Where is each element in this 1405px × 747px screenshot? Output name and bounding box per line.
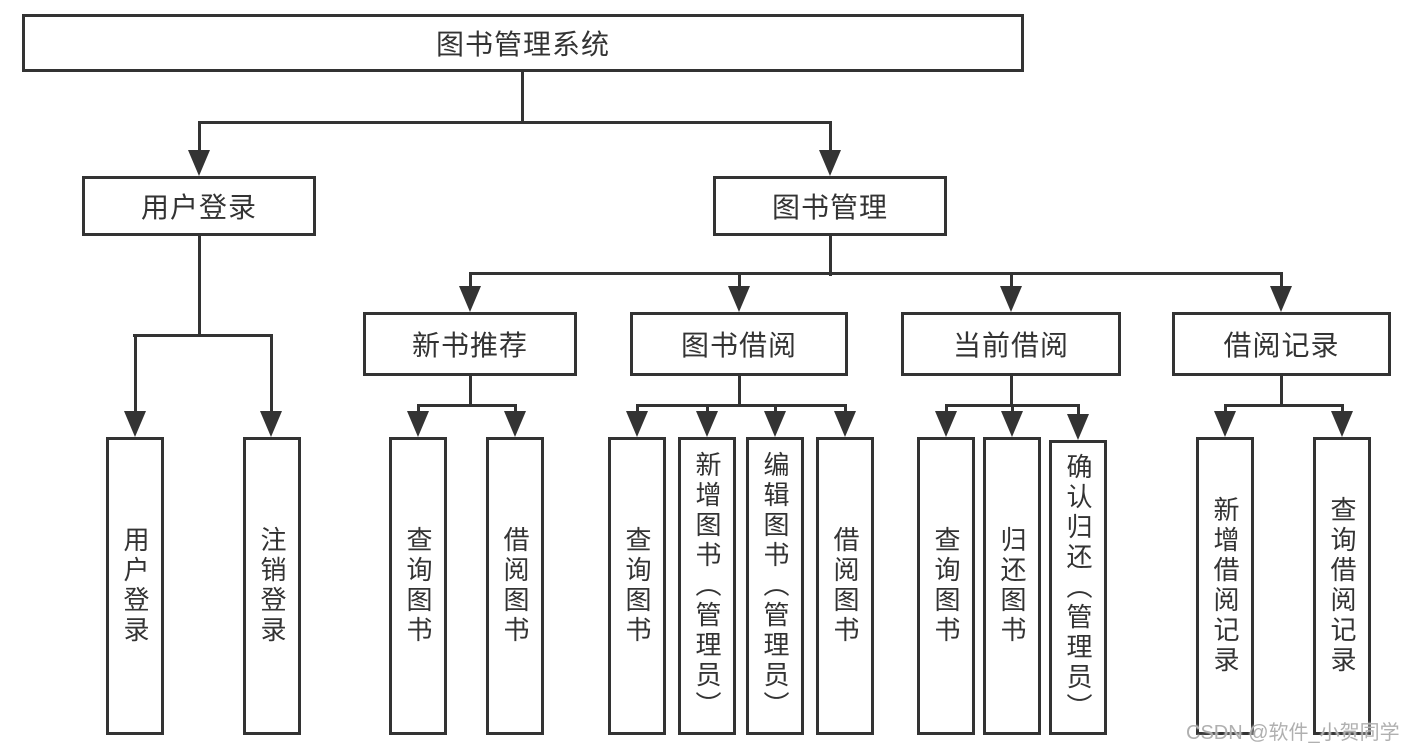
leaf-bb-add-book-admin: 新增图书（管理员）: [678, 437, 736, 735]
connector-records-branch: [1224, 404, 1344, 407]
arrowhead-borrow-records: [1270, 286, 1292, 312]
leaf-rec-query-book-label: 查询图书: [403, 526, 433, 646]
arrowhead-new-book-recommend: [459, 286, 481, 312]
leaf-cb-query-book-label: 查询图书: [931, 526, 961, 646]
connector-to-rec-borrow-book: [514, 404, 517, 414]
leaf-cb-confirm-return-admin: 确认归还（管理员）: [1049, 440, 1107, 735]
leaf-br-query-record: 查询借阅记录: [1313, 437, 1371, 735]
connector-to-bb-borrow-book: [844, 404, 847, 414]
leaf-cb-confirm-return-admin-label: 确认归还（管理员）: [1063, 452, 1093, 723]
node-current-borrow-label: 当前借阅: [952, 330, 1069, 361]
arrowhead-rec-query-book: [407, 411, 429, 437]
connector-to-borrow-records: [1280, 272, 1283, 290]
leaf-bb-query-book-label: 查询图书: [622, 526, 652, 646]
leaf-bb-borrow-book-label: 借阅图书: [830, 526, 860, 646]
arrowhead-leaf-user-login: [124, 411, 146, 437]
arrowhead-bb-edit-book: [764, 411, 786, 437]
connector-to-cb-return-book: [1011, 404, 1014, 414]
connector-to-cb-query-book: [945, 404, 948, 414]
connector-root-stem: [521, 72, 524, 124]
arrowhead-current-borrow: [1000, 286, 1022, 312]
connector-book-stem: [829, 236, 832, 276]
node-book-borrow: 图书借阅: [630, 312, 848, 376]
connector-recommend-branch: [417, 404, 517, 407]
connector-root-branch: [198, 121, 832, 124]
leaf-bb-query-book: 查询图书: [608, 437, 666, 735]
leaf-rec-borrow-book-label: 借阅图书: [500, 526, 530, 646]
leaf-logout: 注销登录: [243, 437, 301, 735]
leaf-bb-edit-book-admin-label: 编辑图书（管理员）: [760, 451, 790, 721]
node-book-management-label: 图书管理: [771, 192, 888, 223]
connector-to-bb-edit-book: [774, 404, 777, 414]
leaf-logout-label: 注销登录: [257, 526, 287, 646]
leaf-rec-query-book: 查询图书: [389, 437, 447, 735]
arrowhead-leaf-logout: [260, 411, 282, 437]
connector-to-rec-query-book: [417, 404, 420, 414]
leaf-bb-borrow-book: 借阅图书: [816, 437, 874, 735]
leaf-rec-borrow-book: 借阅图书: [486, 437, 544, 735]
node-root: 图书管理系统: [22, 14, 1024, 72]
leaf-cb-query-book: 查询图书: [917, 437, 975, 735]
connector-borrow-branch: [636, 404, 847, 407]
arrowhead-br-add-record: [1214, 411, 1236, 437]
arrowhead-book-management: [819, 150, 841, 176]
connector-records-stem: [1280, 376, 1283, 407]
node-borrow-records: 借阅记录: [1172, 312, 1391, 376]
node-book-management: 图书管理: [713, 176, 947, 236]
connector-to-cb-confirm-return: [1077, 404, 1080, 414]
node-user-login-label: 用户登录: [140, 192, 257, 223]
leaf-bb-add-book-admin-label: 新增图书（管理员）: [692, 451, 722, 721]
leaf-user-login: 用户登录: [106, 437, 164, 735]
arrowhead-book-borrow: [728, 286, 750, 312]
node-new-book-recommend: 新书推荐: [363, 312, 577, 376]
arrowhead-br-query-record: [1331, 411, 1353, 437]
node-root-label: 图书管理系统: [435, 29, 610, 60]
arrowhead-user-login: [188, 150, 210, 176]
arrowhead-rec-borrow-book: [504, 411, 526, 437]
connector-to-leaf-logout: [270, 334, 273, 414]
connector-user-stem: [198, 236, 201, 337]
leaf-cb-return-book: 归还图书: [983, 437, 1041, 735]
connector-book-branch: [469, 272, 1283, 275]
node-user-login: 用户登录: [82, 176, 316, 236]
leaf-br-add-record: 新增借阅记录: [1196, 437, 1254, 735]
connector-user-branch: [133, 334, 273, 337]
arrowhead-cb-query-book: [935, 411, 957, 437]
node-book-borrow-label: 图书借阅: [680, 330, 797, 361]
leaf-br-query-record-label: 查询借阅记录: [1327, 496, 1357, 676]
arrowhead-cb-return-book: [1001, 411, 1023, 437]
connector-recommend-stem: [469, 376, 472, 407]
leaf-user-login-label: 用户登录: [120, 526, 150, 646]
arrowhead-bb-borrow-book: [834, 411, 856, 437]
arrowhead-bb-query-book: [626, 411, 648, 437]
connector-to-bb-add-book: [706, 404, 709, 414]
connector-to-user-login: [198, 121, 201, 153]
leaf-bb-edit-book-admin: 编辑图书（管理员）: [746, 437, 804, 735]
connector-to-leaf-user-login: [134, 334, 137, 414]
connector-to-br-query-record: [1341, 404, 1344, 414]
connector-to-bb-query-book: [636, 404, 639, 414]
connector-to-new-book-recommend: [469, 272, 472, 290]
connector-to-br-add-record: [1224, 404, 1227, 414]
connector-to-book-management: [829, 121, 832, 153]
node-borrow-records-label: 借阅记录: [1223, 330, 1340, 361]
node-new-book-recommend-label: 新书推荐: [411, 330, 528, 361]
leaf-br-add-record-label: 新增借阅记录: [1210, 496, 1240, 676]
connector-to-current-borrow: [1010, 272, 1013, 290]
leaf-cb-return-book-label: 归还图书: [997, 526, 1027, 646]
arrowhead-bb-add-book: [696, 411, 718, 437]
arrowhead-cb-confirm-return: [1067, 414, 1089, 440]
node-current-borrow: 当前借阅: [901, 312, 1121, 376]
connector-to-book-borrow: [738, 272, 741, 290]
connector-borrow-stem: [738, 376, 741, 407]
csdn-watermark: CSDN @软件_小贺同学: [1186, 722, 1400, 744]
connector-current-stem: [1010, 376, 1013, 407]
